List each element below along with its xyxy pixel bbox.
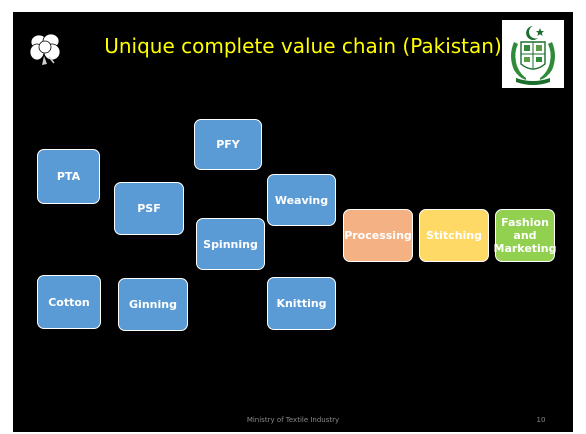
pakistan-emblem-icon xyxy=(502,20,564,88)
pta-label: PTA xyxy=(56,170,81,183)
spinning-box: Spinning xyxy=(196,218,265,270)
stitching-box: Stitching xyxy=(419,209,489,262)
ginning-label: Ginning xyxy=(129,298,177,311)
cotton-box: Cotton xyxy=(37,275,101,329)
knitting-label: Knitting xyxy=(276,297,327,310)
psf-label: PSF xyxy=(137,202,161,215)
slide-footer: Ministry of Textile Industry xyxy=(246,416,340,424)
processing-box: Processing xyxy=(343,209,413,262)
page-number: 10 xyxy=(536,416,546,424)
weaving-box: Weaving xyxy=(267,174,336,226)
slide-title: Unique complete value chain (Pakistan) xyxy=(104,34,502,58)
slide: Unique complete value chain (Pakistan) P… xyxy=(13,12,573,432)
pta-box: PTA xyxy=(37,149,100,204)
fashion-marketing-box: Fashion and Marketing xyxy=(493,209,557,262)
spinning-label: Spinning xyxy=(203,237,258,251)
cotton-label: Cotton xyxy=(48,295,90,309)
pfy-box: PFY xyxy=(194,119,262,170)
pfy-label: PFY xyxy=(216,138,240,151)
weaving-label: Weaving xyxy=(274,193,329,207)
knitting-box: Knitting xyxy=(267,277,336,330)
stitching-label: Stitching xyxy=(425,229,483,242)
processing-label: Processing xyxy=(344,229,412,242)
psf-box: PSF xyxy=(114,182,184,235)
ginning-box: Ginning xyxy=(118,278,188,331)
fashion-marketing-label: Fashion and Marketing xyxy=(493,216,557,255)
cotton-boll-icon xyxy=(27,30,65,68)
